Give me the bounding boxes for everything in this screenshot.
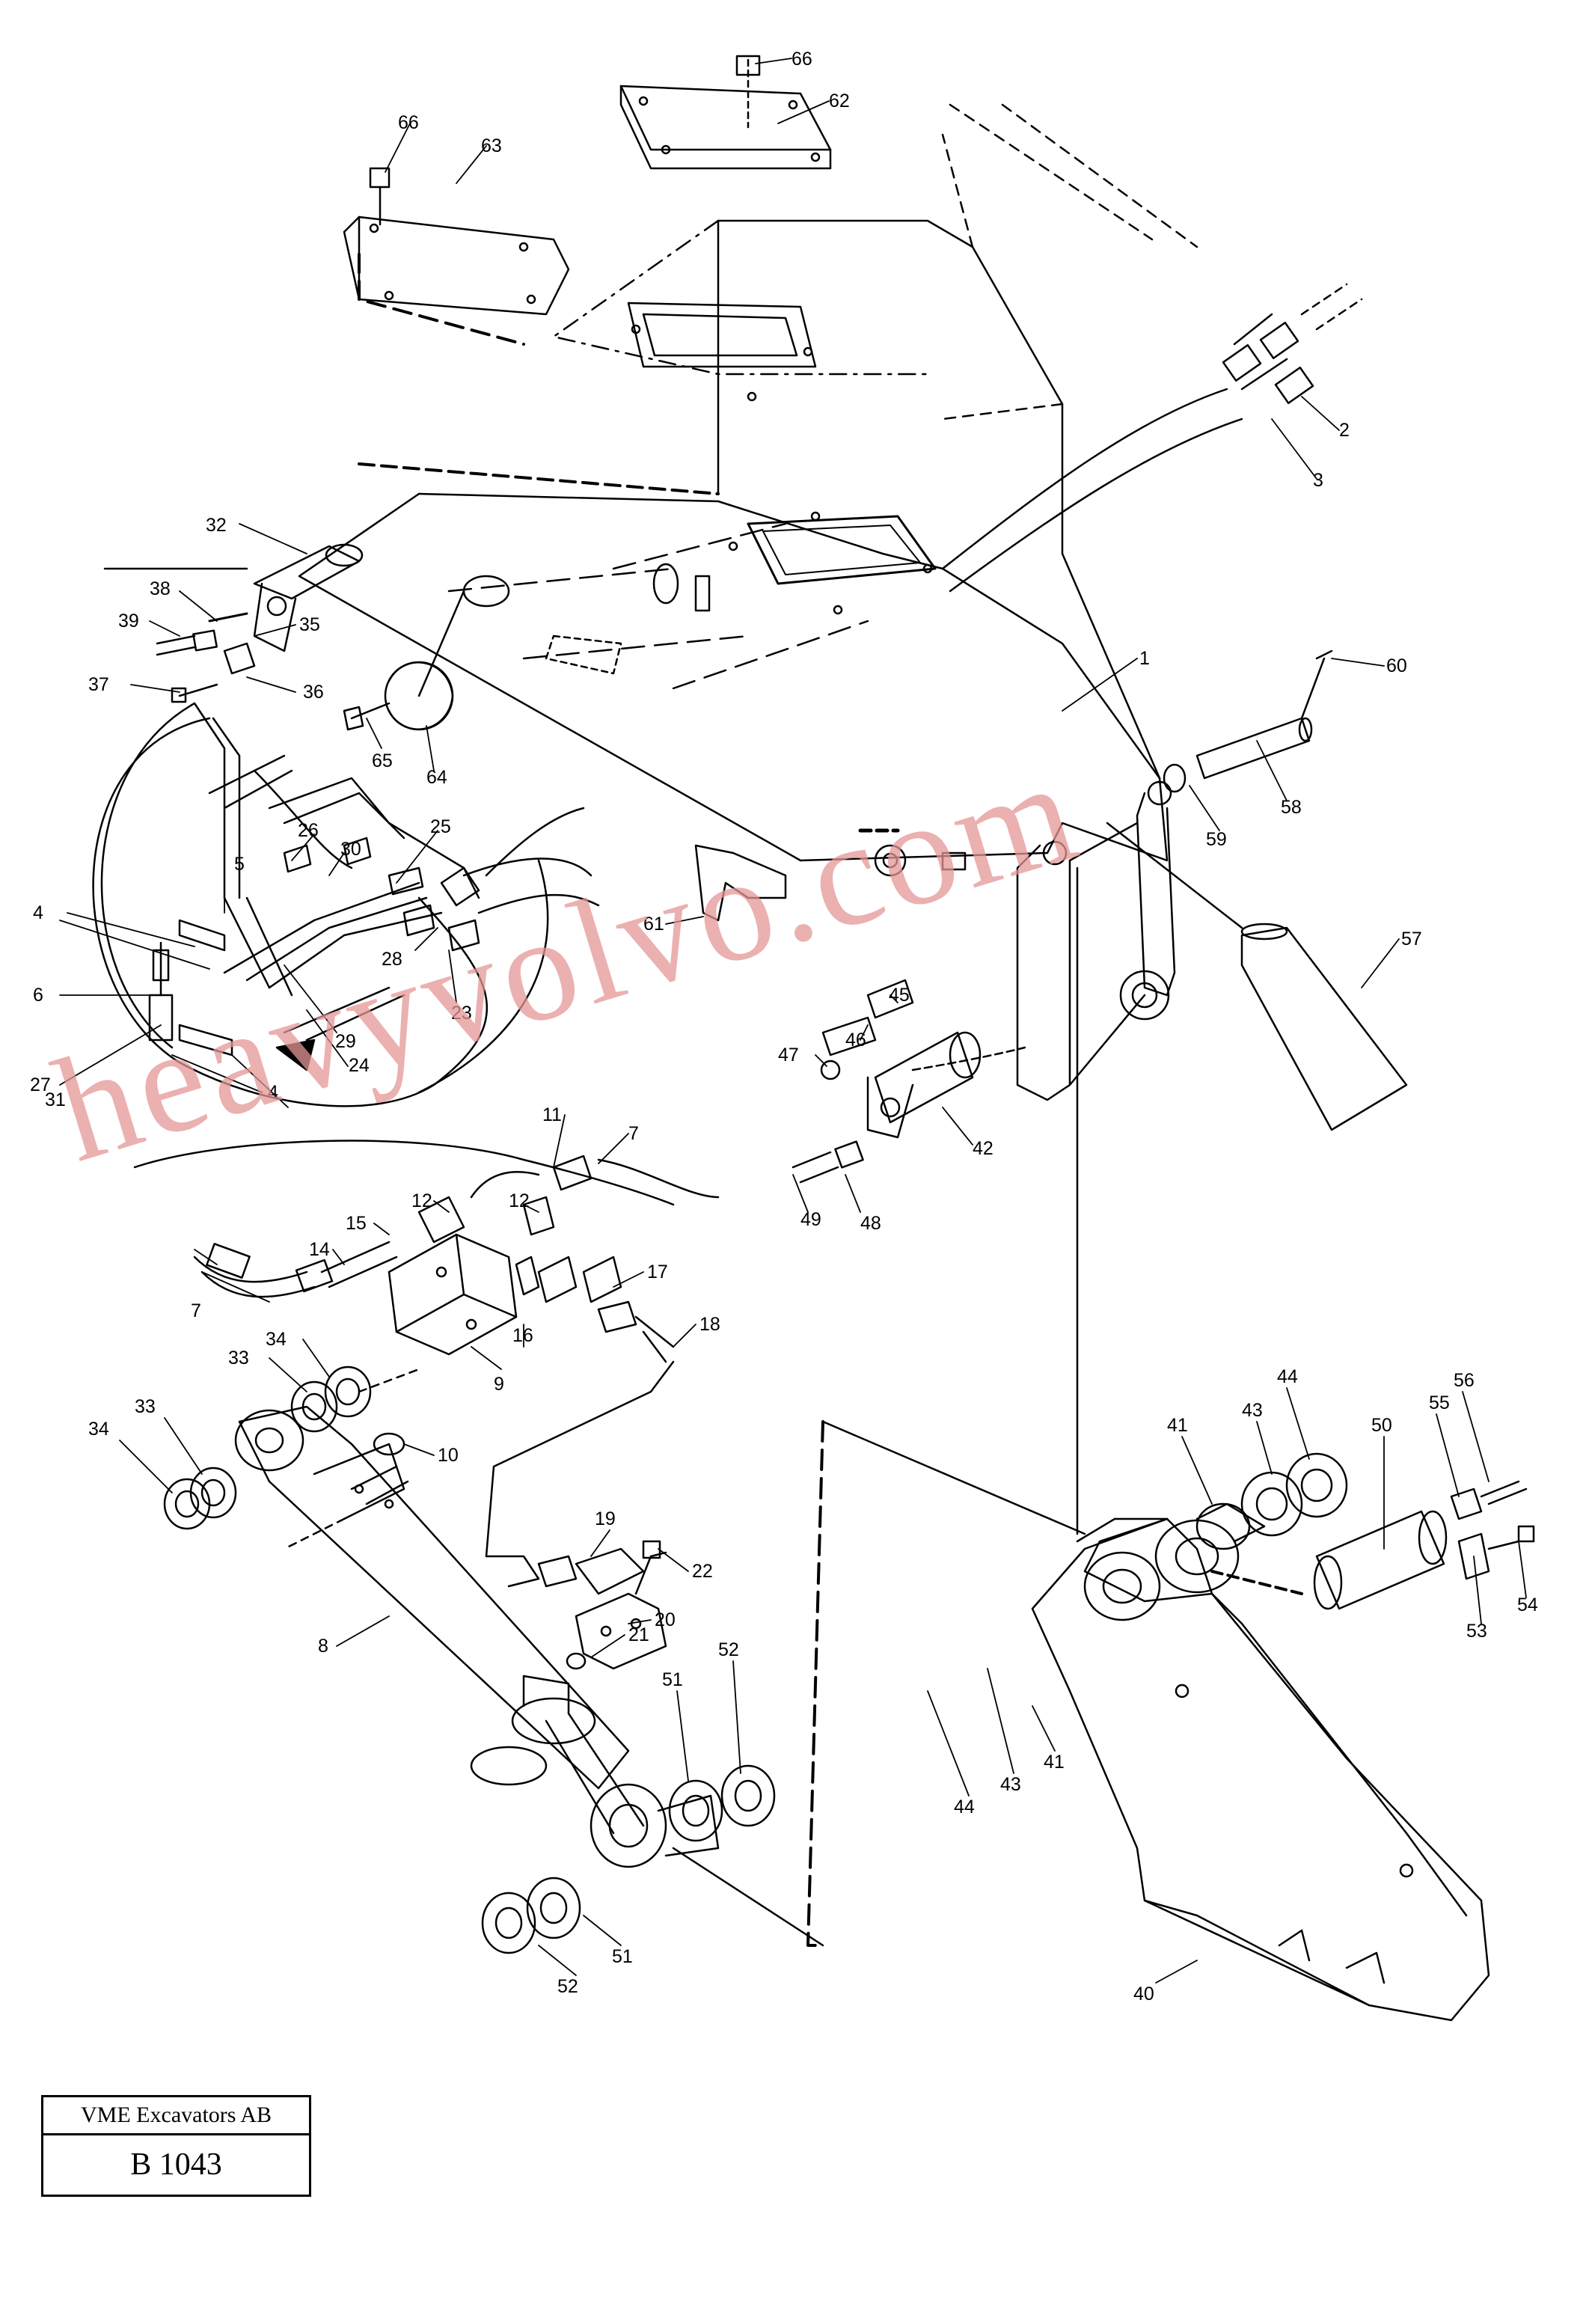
callout-3: 3 xyxy=(1313,470,1323,491)
callout-7: 7 xyxy=(628,1123,639,1144)
callout-32: 32 xyxy=(206,515,227,536)
callout-9: 9 xyxy=(494,1374,504,1395)
callout-56: 56 xyxy=(1454,1370,1475,1391)
callout-4: 4 xyxy=(33,902,43,923)
callout-25: 25 xyxy=(430,816,451,837)
callout-66: 66 xyxy=(398,112,419,133)
callout-15: 15 xyxy=(346,1213,367,1234)
callout-46: 46 xyxy=(845,1030,866,1051)
title-block: VME Excavators AB B 1043 xyxy=(41,2095,311,2197)
callout-35: 35 xyxy=(299,614,320,635)
callout-5: 5 xyxy=(234,854,245,875)
valve-block-9-group xyxy=(133,1140,720,1595)
callout-48: 48 xyxy=(860,1213,881,1234)
callout-49: 49 xyxy=(800,1209,821,1230)
boom-arm-40 xyxy=(1031,1517,1490,2022)
callout-26: 26 xyxy=(298,820,319,841)
callout-28: 28 xyxy=(382,949,402,970)
washers xyxy=(163,1366,776,1954)
callout-20: 20 xyxy=(655,1609,676,1630)
callout-33: 33 xyxy=(228,1348,249,1369)
callout-8: 8 xyxy=(318,1636,328,1657)
callout-numbers: 66 62 66 63 2 3 32 38 39 35 37 36 65 64 … xyxy=(30,49,1538,2005)
callout-23: 23 xyxy=(451,1003,472,1024)
callout-16: 16 xyxy=(512,1325,533,1346)
callout-30: 30 xyxy=(340,839,361,860)
callout-31: 31 xyxy=(45,1089,66,1110)
callout-34: 34 xyxy=(88,1419,109,1440)
piping-group xyxy=(92,702,600,1107)
callout-10: 10 xyxy=(438,1445,459,1466)
callout-41: 41 xyxy=(1167,1415,1188,1436)
callout-59: 59 xyxy=(1206,829,1227,850)
callout-55: 55 xyxy=(1429,1392,1450,1413)
callout-33: 33 xyxy=(135,1396,156,1417)
pin-58-group xyxy=(1106,649,1408,1131)
callout-2: 2 xyxy=(1339,420,1350,441)
callout-19: 19 xyxy=(595,1508,616,1529)
callout-18: 18 xyxy=(699,1314,720,1335)
callout-52: 52 xyxy=(718,1639,739,1660)
callout-45: 45 xyxy=(889,985,910,1006)
callout-22: 22 xyxy=(692,1561,713,1582)
cylinder-8 xyxy=(234,1405,720,1868)
callout-65: 65 xyxy=(372,750,393,771)
leader-lines xyxy=(59,58,1527,1984)
pin-32-group xyxy=(103,543,364,703)
callout-38: 38 xyxy=(150,578,171,599)
callout-11: 11 xyxy=(542,1104,562,1125)
callout-36: 36 xyxy=(303,682,324,703)
callout-7: 7 xyxy=(191,1300,201,1321)
callout-40: 40 xyxy=(1133,1984,1154,2005)
top-hoses xyxy=(941,283,1363,593)
callout-44: 44 xyxy=(1277,1366,1298,1387)
callout-51: 51 xyxy=(612,1946,633,1967)
pin-42-group xyxy=(792,979,1026,1184)
callout-51: 51 xyxy=(662,1669,683,1690)
frame-body xyxy=(298,103,1198,1101)
plate-64-group xyxy=(343,563,711,731)
callout-53: 53 xyxy=(1466,1621,1487,1642)
callout-34: 34 xyxy=(266,1329,287,1350)
callout-62: 62 xyxy=(829,91,850,111)
block-20-group xyxy=(566,1540,667,1670)
callout-58: 58 xyxy=(1281,797,1302,818)
callout-52: 52 xyxy=(557,1976,578,1997)
callout-42: 42 xyxy=(973,1138,993,1159)
callout-43: 43 xyxy=(1000,1774,1021,1795)
callout-17: 17 xyxy=(647,1262,668,1282)
callout-21: 21 xyxy=(628,1624,649,1645)
callout-29: 29 xyxy=(335,1031,356,1052)
callout-47: 47 xyxy=(778,1045,799,1065)
callout-1: 1 xyxy=(1139,648,1150,669)
callout-39: 39 xyxy=(118,611,139,632)
callout-43: 43 xyxy=(1242,1400,1263,1421)
callout-54: 54 xyxy=(1517,1594,1538,1615)
callout-61: 61 xyxy=(643,914,664,935)
callout-63: 63 xyxy=(481,135,502,156)
callout-60: 60 xyxy=(1386,655,1407,676)
callout-50: 50 xyxy=(1371,1415,1392,1436)
callout-37: 37 xyxy=(88,674,109,695)
callout-27: 27 xyxy=(30,1074,51,1095)
callout-4: 4 xyxy=(268,1082,278,1103)
callout-6: 6 xyxy=(33,985,43,1006)
callout-12: 12 xyxy=(411,1190,432,1211)
callout-12: 12 xyxy=(509,1190,530,1211)
title-block-drawing-number: B 1043 xyxy=(130,2147,222,2182)
callout-41: 41 xyxy=(1044,1752,1065,1773)
callout-24: 24 xyxy=(349,1055,370,1076)
callout-66: 66 xyxy=(792,49,812,70)
callout-64: 64 xyxy=(426,767,447,788)
pin-50-group xyxy=(1195,1452,1535,1610)
callout-14: 14 xyxy=(309,1239,330,1260)
cover-plates xyxy=(343,55,832,316)
title-block-company: VME Excavators AB xyxy=(43,2097,309,2135)
callout-57: 57 xyxy=(1401,929,1422,950)
callout-44: 44 xyxy=(954,1796,975,1817)
dashed-outlines xyxy=(672,866,1086,1947)
